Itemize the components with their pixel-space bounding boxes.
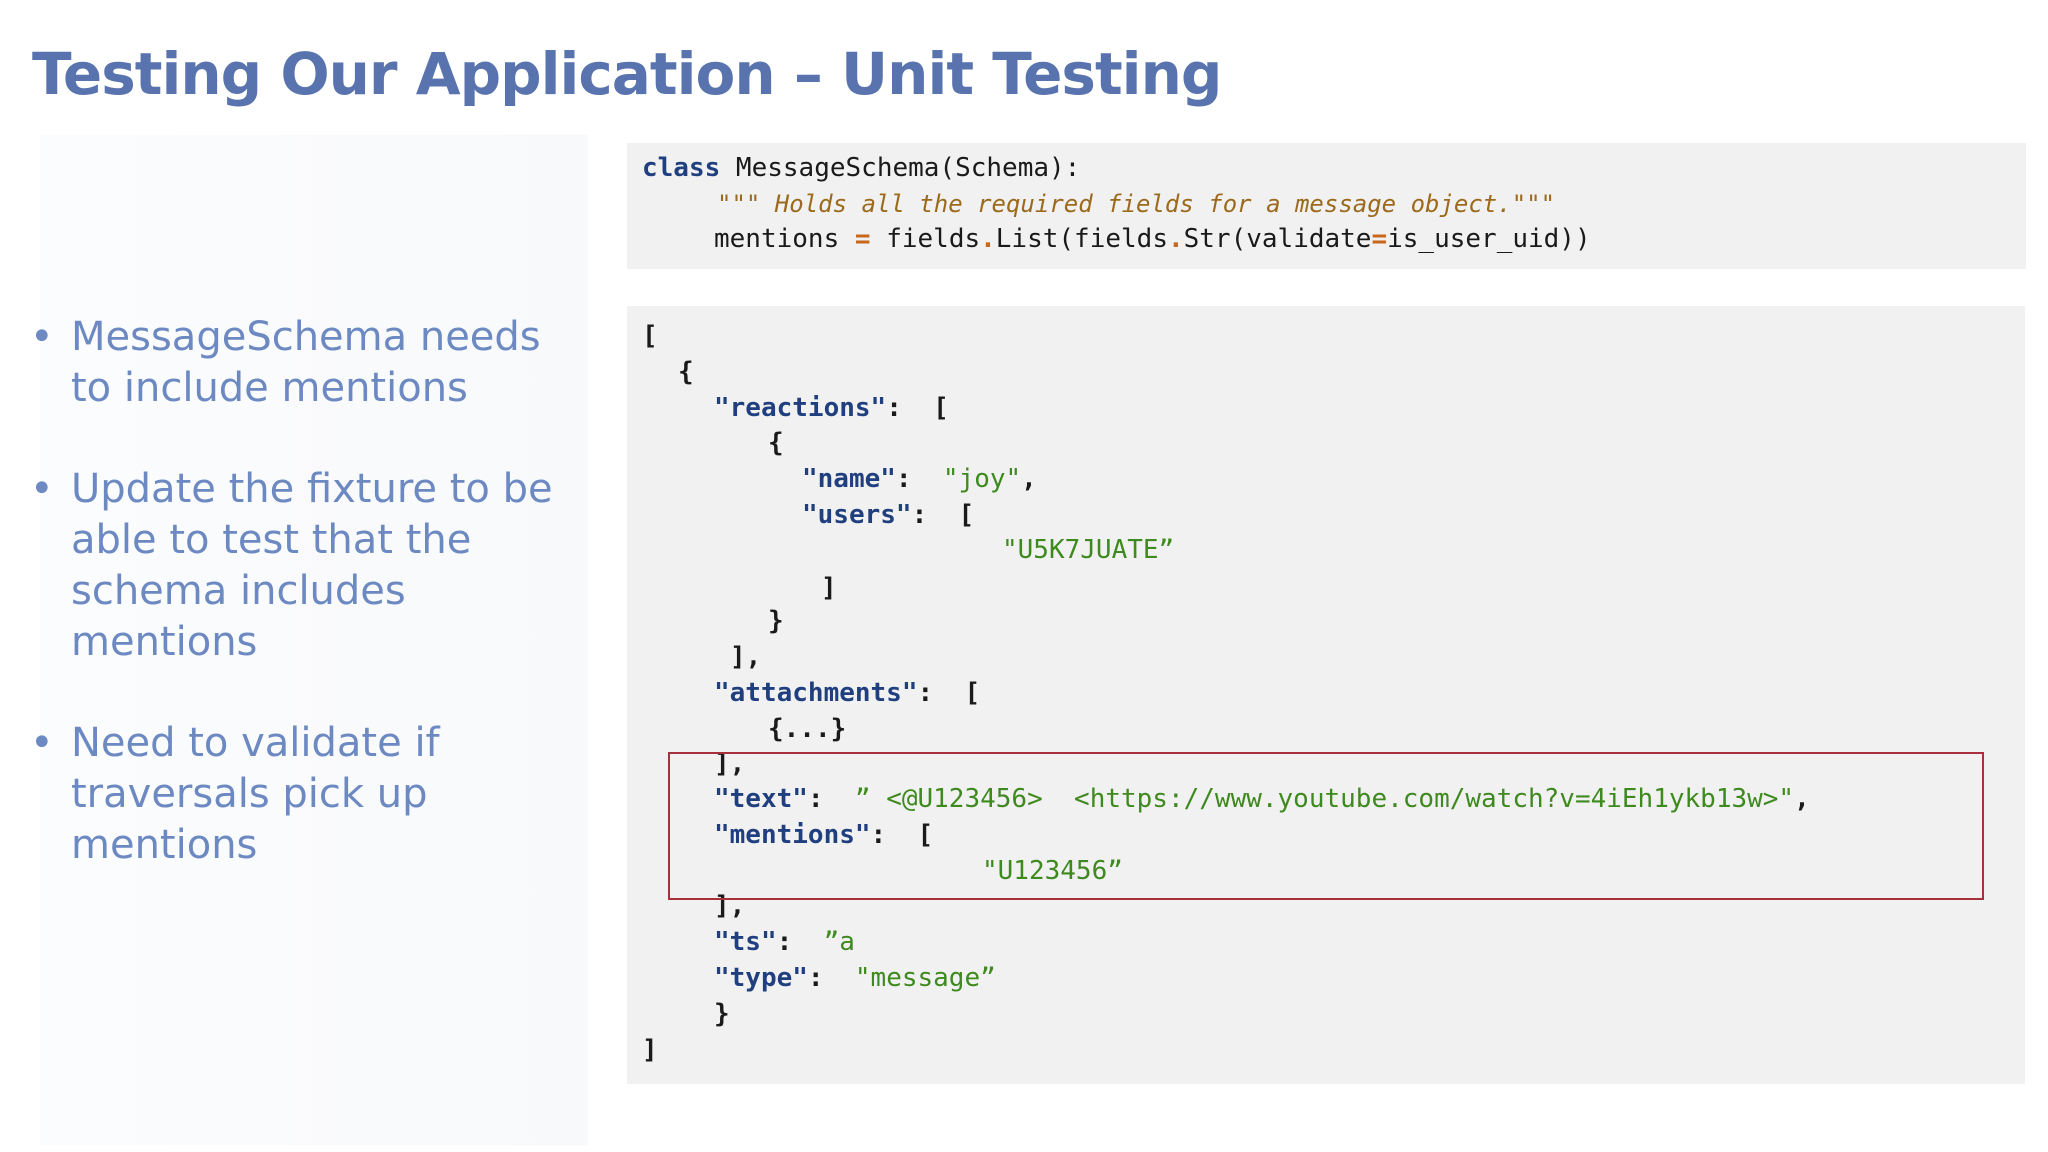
bullet-text: Need to validate if traversals pick up m…	[71, 720, 440, 868]
bullet-item: • Need to validate if traversals pick up…	[30, 718, 590, 871]
code-line: }	[768, 605, 784, 637]
code-punctuation: : [	[911, 500, 975, 530]
code-punctuation: [	[642, 321, 658, 351]
code-line: "type": "message”	[714, 962, 996, 994]
code-punctuation: ],	[730, 642, 762, 672]
code-operator: =	[1371, 224, 1388, 254]
code-operator: .	[1167, 224, 1184, 254]
code-docstring: """ Holds all the required fields for a …	[717, 190, 1556, 218]
code-punctuation: : [	[917, 678, 981, 708]
json-key: "ts"	[714, 927, 777, 957]
bullet-dot: •	[30, 314, 54, 360]
code-line-class-def: class MessageSchema(Schema):	[642, 152, 1080, 184]
code-punctuation: {...}	[768, 714, 847, 744]
code-line: {	[768, 427, 784, 459]
code-punctuation: ],	[714, 891, 746, 921]
bullet-text: MessageSchema needs to include mentions	[71, 314, 541, 411]
code-punctuation: ]	[642, 1035, 658, 1065]
slide-title: Testing Our Application – Unit Testing	[32, 40, 1222, 108]
bullet-item: • Update the fixture to be able to test …	[30, 464, 590, 668]
code-punctuation: {	[768, 428, 784, 458]
code-punctuation: : [	[886, 393, 949, 423]
code-line: }	[714, 998, 730, 1030]
code-line: ],	[714, 748, 745, 780]
json-key: "type"	[714, 963, 808, 993]
bullet-panel-background	[40, 135, 588, 1145]
code-punctuation: ,	[1021, 464, 1037, 494]
code-text: MessageSchema(Schema):	[720, 153, 1081, 183]
code-text: List(fields	[995, 224, 1168, 254]
json-string: ”a	[823, 927, 855, 957]
code-line: "U123456”	[982, 855, 1123, 887]
code-text: is_user_uid))	[1387, 224, 1591, 254]
code-line: ],	[730, 641, 761, 673]
code-line: ],	[714, 890, 745, 922]
json-string: ” <@U123456> <https://www.youtube.com/wa…	[854, 784, 1795, 814]
json-key: "text"	[714, 784, 808, 814]
code-line: "attachments": [	[714, 677, 980, 709]
code-line: "name": "joy",	[802, 463, 1037, 495]
json-key: "reactions"	[714, 393, 887, 423]
code-line: ]	[821, 572, 837, 604]
bullet-dot: •	[30, 720, 54, 766]
mentions-highlight-box	[668, 752, 1984, 900]
code-text: mentions	[714, 224, 855, 254]
code-line: "reactions": [	[714, 392, 949, 424]
code-line: {...}	[768, 713, 846, 745]
code-line-docstring: """ Holds all the required fields for a …	[717, 188, 1555, 220]
code-operator: =	[854, 224, 871, 254]
code-line: "ts": ”a	[714, 926, 855, 958]
code-line: "users": [	[802, 499, 974, 531]
code-text: Str(validate	[1183, 224, 1372, 254]
code-keyword: class	[642, 153, 721, 183]
code-punctuation: }	[714, 999, 730, 1029]
code-punctuation: :	[895, 464, 943, 494]
code-line: "mentions": [	[714, 819, 933, 851]
code-punctuation: ],	[714, 749, 746, 779]
schema-code-block: class MessageSchema(Schema): """ Holds a…	[627, 143, 2026, 269]
code-line: [	[642, 320, 658, 352]
code-line-mentions-field: mentions = fields.List(fields.Str(valida…	[714, 223, 1591, 255]
code-text: fields	[870, 224, 981, 254]
code-punctuation: :	[776, 927, 824, 957]
json-string: "U123456”	[982, 856, 1123, 886]
fixture-code-block: [ { "reactions": [ { "name": "joy", "use…	[627, 306, 2025, 1084]
json-key: "name"	[802, 464, 896, 494]
bullet-item: • MessageSchema needs to include mention…	[30, 312, 590, 414]
code-punctuation: }	[768, 606, 784, 636]
code-line: "U5K7JUATE”	[1002, 534, 1174, 566]
code-operator: .	[980, 224, 996, 254]
code-line: ]	[642, 1034, 658, 1066]
code-punctuation: : [	[870, 820, 934, 850]
code-line: "text": ” <@U123456> <https://www.youtub…	[714, 783, 1810, 815]
json-key: "attachments"	[714, 678, 918, 708]
json-string: "joy"	[942, 464, 1022, 494]
bullet-list: • MessageSchema needs to include mention…	[30, 312, 590, 921]
code-line: {	[678, 356, 694, 388]
json-key: "users"	[802, 500, 912, 530]
code-punctuation: ,	[1794, 784, 1810, 814]
bullet-dot: •	[30, 466, 54, 512]
code-punctuation: {	[678, 357, 694, 387]
json-string: "message”	[854, 963, 996, 993]
json-string: "U5K7JUATE”	[1002, 535, 1175, 565]
code-punctuation: ]	[821, 573, 837, 603]
bullet-text: Update the fixture to be able to test th…	[71, 466, 553, 665]
json-key: "mentions"	[714, 820, 871, 850]
code-punctuation: :	[807, 784, 855, 814]
code-punctuation: :	[807, 963, 855, 993]
